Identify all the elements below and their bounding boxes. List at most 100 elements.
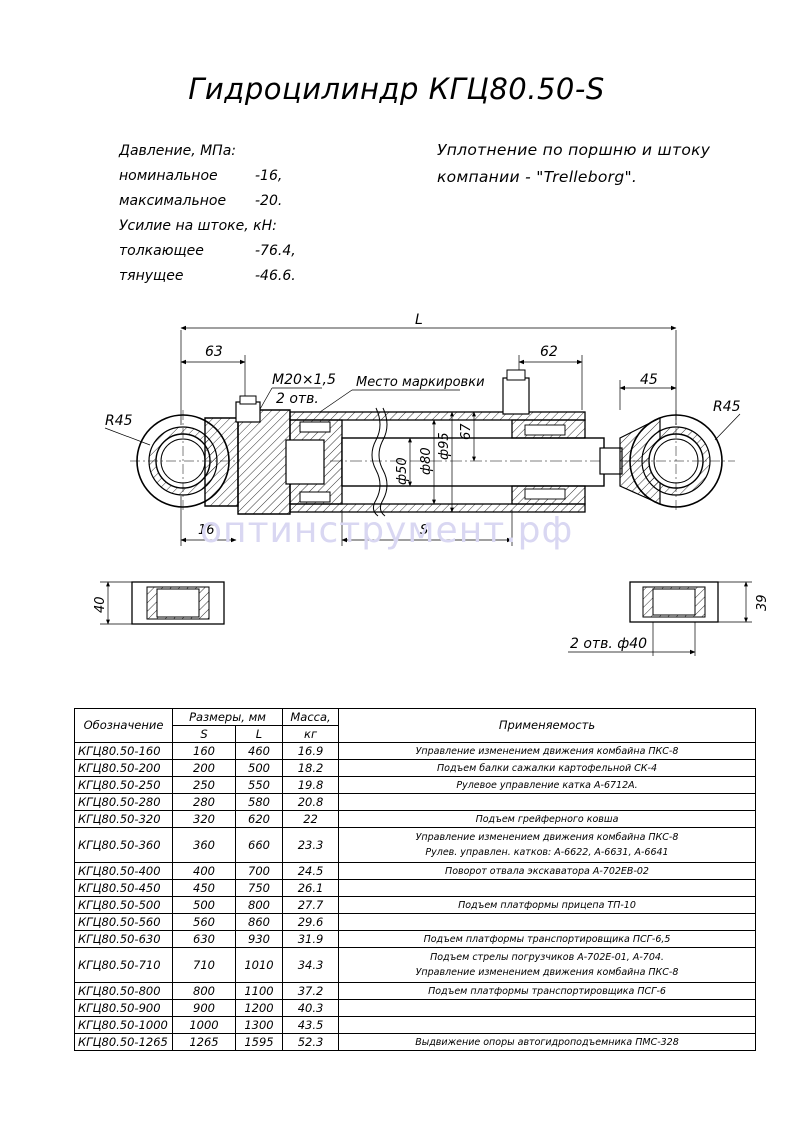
cell-designation: КГЦ80.50-320 [74, 810, 173, 828]
cell-application: Подъем платформы прицепа ТП-10 [338, 896, 756, 914]
cell-mass: 27.7 [282, 896, 340, 914]
application-line: Подъем балки сажалки картофельной СК-4 [436, 762, 658, 774]
cell-s: 250 [172, 776, 236, 794]
dim-63-label: 63 [205, 344, 223, 360]
cell-designation: КГЦ80.50-250 [74, 776, 173, 794]
cell-l: 620 [234, 810, 284, 828]
header-s: S [172, 725, 236, 743]
application-line: Рулев. управлен. катков: А-6622, А-6631,… [425, 847, 669, 858]
force-pull-value: -46.6. [255, 268, 296, 284]
cell-s: 400 [172, 862, 236, 880]
cell-designation: КГЦ80.50-1000 [74, 1016, 173, 1034]
cell-l: 860 [234, 913, 284, 931]
application-line: Управление изменением движения комбайна … [415, 967, 679, 978]
cell-mass: 34.3 [282, 947, 340, 983]
cell-l: 1300 [234, 1016, 284, 1034]
cell-s: 1265 [172, 1033, 236, 1051]
header-mass: Масса, [282, 708, 340, 726]
cell-designation: КГЦ80.50-900 [74, 999, 173, 1017]
cell-s: 710 [172, 947, 236, 983]
cell-application [338, 1016, 756, 1034]
cell-mass: 29.6 [282, 913, 340, 931]
cell-s: 160 [172, 742, 236, 760]
cell-application: Подъем платформы транспортировщика ПСГ-6… [338, 930, 756, 948]
cell-designation: КГЦ80.50-630 [74, 930, 173, 948]
watermark: оптинструмент.рф [200, 510, 574, 551]
dim-phi50-label: ф50 [395, 457, 410, 485]
document-title: Гидроцилиндр КГЦ80.50-S [188, 72, 605, 106]
cell-l: 1595 [234, 1033, 284, 1051]
right-eye-section [568, 581, 752, 656]
header-application: Применяемость [338, 708, 756, 743]
cell-mass: 37.2 [282, 982, 340, 1000]
dim-67-label: 67 [459, 423, 474, 440]
cell-l: 660 [234, 827, 284, 863]
application-line: Управление изменением движения комбайна … [415, 832, 679, 843]
cell-mass: 31.9 [282, 930, 340, 948]
cell-l: 930 [234, 930, 284, 948]
cell-application: Управление изменением движения комбайна … [338, 742, 756, 760]
dim-s-label: S [420, 523, 428, 538]
r45-left-label: R45 [105, 413, 133, 429]
cell-designation: КГЦ80.50-360 [74, 827, 173, 863]
cell-l: 1200 [234, 999, 284, 1017]
cell-mass: 20.8 [282, 793, 340, 811]
cell-application: Управление изменением движения комбайна … [338, 827, 756, 863]
dim-39-label: 39 [755, 594, 770, 611]
dim-62-label: 62 [540, 344, 558, 360]
r45-right-label: R45 [713, 399, 741, 415]
cell-application: Поворот отвала экскаватора А-702ЕВ-02 [338, 862, 756, 880]
header-designation: Обозначение [74, 708, 173, 743]
thread-count-label: 2 отв. [276, 391, 319, 407]
cell-mass: 40.3 [282, 999, 340, 1017]
cell-designation: КГЦ80.50-450 [74, 879, 173, 897]
force-pull-label: тянущее [119, 268, 184, 284]
application-line: Управление изменением движения комбайна … [415, 745, 679, 757]
cell-designation: КГЦ80.50-800 [74, 982, 173, 1000]
header-l: L [234, 725, 284, 743]
dim-40-label: 40 [93, 596, 108, 613]
cell-l: 460 [234, 742, 284, 760]
cell-application [338, 793, 756, 811]
cell-mass: 26.1 [282, 879, 340, 897]
dim-phi80-label: ф80 [419, 447, 434, 475]
force-push-value: -76.4, [255, 243, 296, 259]
cell-application: Подъем грейферного ковша [338, 810, 756, 828]
cell-application: Выдвижение опоры автогидроподъемника ПМС… [338, 1033, 756, 1051]
cell-application [338, 879, 756, 897]
cell-s: 280 [172, 793, 236, 811]
application-line: Подъем платформы транспортировщика ПСГ-6… [423, 933, 671, 945]
pressure-nominal-value: -16, [255, 168, 283, 184]
holes-label: 2 отв. ф40 [570, 636, 647, 652]
cell-l: 700 [234, 862, 284, 880]
force-push-label: толкающее [119, 243, 204, 259]
cell-s: 630 [172, 930, 236, 948]
cell-s: 320 [172, 810, 236, 828]
cell-designation: КГЦ80.50-280 [74, 793, 173, 811]
cell-l: 550 [234, 776, 284, 794]
pressure-nominal-label: номинальное [119, 168, 218, 184]
cell-s: 560 [172, 913, 236, 931]
cell-designation: КГЦ80.50-160 [74, 742, 173, 760]
application-line: Выдвижение опоры автогидроподъемника ПМС… [415, 1036, 679, 1048]
cell-mass: 16.9 [282, 742, 340, 760]
dim-l-label: L [415, 312, 423, 328]
header-sizes: Размеры, мм [171, 708, 284, 726]
cell-mass: 19.8 [282, 776, 340, 794]
cell-mass: 24.5 [282, 862, 340, 880]
cell-application: Рулевое управление катка А-6712А. [338, 776, 756, 794]
cell-s: 800 [172, 982, 236, 1000]
cell-designation: КГЦ80.50-560 [74, 913, 173, 931]
header-mass-unit: кг [282, 725, 340, 743]
dim-phi95-label: ф95 [437, 432, 452, 460]
